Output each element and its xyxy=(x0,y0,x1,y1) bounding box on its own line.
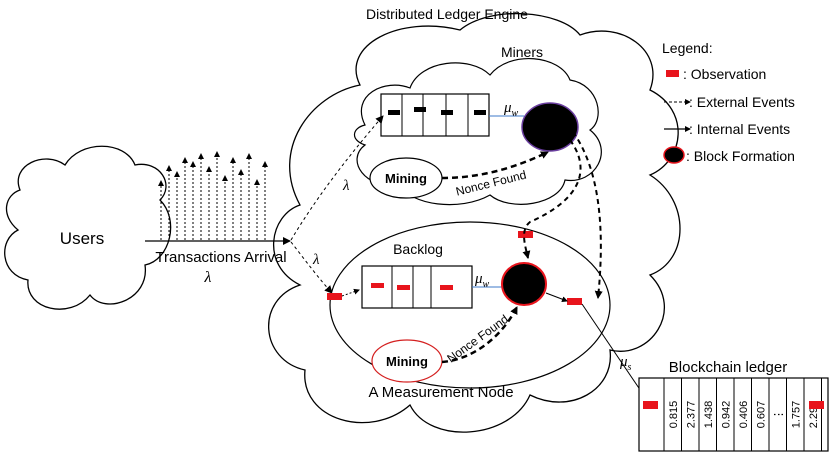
observation-marker-icon xyxy=(666,70,679,77)
ledger-right-observation-marker xyxy=(809,401,824,409)
miners-block-observation-marker xyxy=(518,231,533,238)
backlog-label: Backlog xyxy=(393,241,443,257)
lambda-lower: λ xyxy=(312,252,320,268)
block-exit-observation-marker xyxy=(567,298,582,305)
node-rate: μw xyxy=(474,271,490,290)
backlog-observation-marker xyxy=(440,285,453,290)
legend-block: : Block Formation xyxy=(686,148,795,164)
ledger-cell-value: 1.438 xyxy=(703,401,715,429)
ledger-cell-value: 0.406 xyxy=(738,401,750,429)
legend-title: Legend: xyxy=(662,40,713,56)
legend-internal: : Internal Events xyxy=(689,121,790,137)
arrival-rate: λ xyxy=(204,269,212,286)
diagram-title: Distributed Ledger Engine xyxy=(366,6,528,22)
miners-nonce-arrow xyxy=(441,150,549,180)
node-block-formation-icon xyxy=(501,262,547,306)
miners-rate: μw xyxy=(503,100,519,119)
backlog-observation-marker xyxy=(397,285,410,290)
miners-mining-label: Mining xyxy=(385,171,427,186)
backlog-observation-marker xyxy=(371,283,384,288)
arrival-label: Transactions Arrival xyxy=(155,249,286,266)
legend-observation: : Observation xyxy=(683,66,766,82)
node-nonce-arrow xyxy=(441,306,519,364)
users-cloud xyxy=(4,145,172,310)
node-entry-observation-marker xyxy=(327,293,342,300)
service-rate: μs xyxy=(619,354,632,373)
ledger-cell-value: 1.757 xyxy=(790,401,802,429)
ledger-left-observation-marker xyxy=(643,401,658,409)
legend-external: : External Events xyxy=(689,94,795,110)
miners-queue xyxy=(380,93,490,137)
black-disc-icon xyxy=(663,146,685,164)
ledger-cell-value: 2.377 xyxy=(685,401,697,429)
transaction-arrival-arrows xyxy=(158,151,268,240)
ledger-cell-value: ⋮ xyxy=(773,409,785,420)
block-to-exit-arrow xyxy=(545,292,568,303)
node-mining-label: Mining xyxy=(386,354,428,369)
external-to-node-arrow xyxy=(290,241,333,294)
legend: Legend: : Observation : External Events … xyxy=(662,40,795,164)
ledger-title: Blockchain ledger xyxy=(669,359,787,376)
miners-label: Miners xyxy=(501,44,543,60)
miners-block-formation-icon xyxy=(521,102,579,152)
lambda-upper: λ xyxy=(342,178,350,194)
ledger-cell-value: 0.607 xyxy=(755,401,767,429)
external-to-miners-arrow xyxy=(290,115,384,241)
entry-to-backlog-arrow xyxy=(341,288,360,297)
ledger-cell-value: 0.815 xyxy=(668,401,680,429)
miners-block-to-ledger-arrow xyxy=(572,131,603,299)
users-label: Users xyxy=(60,229,104,248)
exit-to-ledger-arrow xyxy=(581,303,648,401)
measurement-node-label: A Measurement Node xyxy=(368,384,513,401)
backlog-queue xyxy=(361,265,473,309)
ledger-cell-value: 0.942 xyxy=(720,401,732,429)
